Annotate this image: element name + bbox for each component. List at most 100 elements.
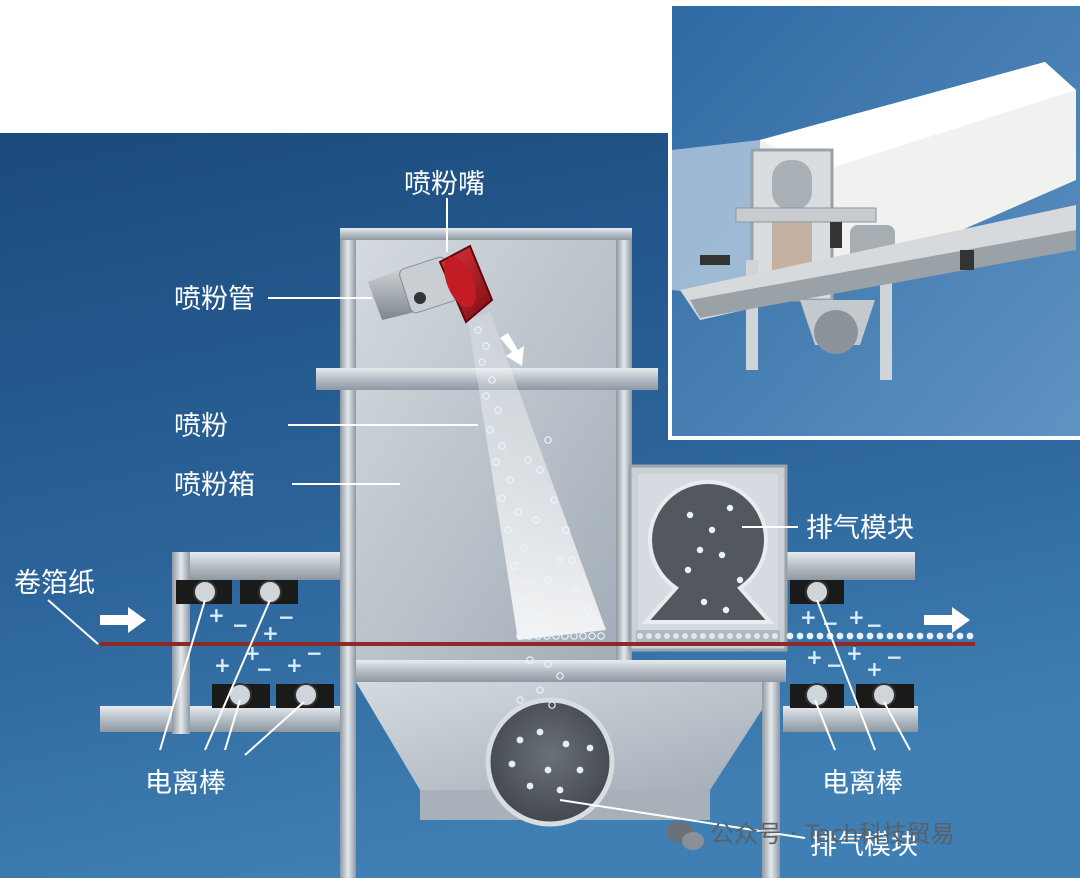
powder-particle xyxy=(516,596,524,604)
powder-particle xyxy=(514,508,522,516)
label-box: 喷粉箱 xyxy=(174,470,255,501)
powder-particle xyxy=(745,633,751,639)
arrow-right-icon xyxy=(924,607,970,633)
powder-particle xyxy=(736,633,742,639)
powder-particle xyxy=(544,660,552,668)
powder-particle xyxy=(796,632,804,640)
powder-particle xyxy=(536,686,544,694)
powder-particle xyxy=(486,426,494,434)
spray-direction-arrow-icon xyxy=(500,333,524,366)
powder-particle xyxy=(772,633,778,639)
label-ion-right: 电离棒 xyxy=(822,768,903,799)
plus-charge: + xyxy=(286,653,303,677)
plus-charge: + xyxy=(208,603,225,627)
powder-particle xyxy=(552,632,560,640)
powder-particle xyxy=(754,633,760,639)
powder-particle xyxy=(498,442,506,450)
label-powder: 喷粉 xyxy=(174,411,228,442)
powder-particle xyxy=(526,580,534,588)
powder-particle xyxy=(534,632,542,640)
powder-particle xyxy=(718,633,724,639)
plus-charge: + xyxy=(846,641,863,665)
plus-charge: + xyxy=(806,645,823,669)
minus-charge: − xyxy=(278,605,295,629)
powder-particle xyxy=(572,586,580,594)
powder-particle xyxy=(474,326,482,334)
powder-particle xyxy=(946,632,954,640)
powder-particle xyxy=(520,544,528,552)
plus-charge: + xyxy=(866,657,883,681)
powder-particle xyxy=(586,744,594,752)
powder-particle xyxy=(516,632,524,640)
minus-charge: − xyxy=(232,613,249,637)
powder-particle xyxy=(700,633,706,639)
powder-particle xyxy=(886,632,894,640)
powder-particle xyxy=(806,632,814,640)
label-exhaust-top: 排气模块 xyxy=(806,513,914,544)
powder-particles xyxy=(474,326,974,794)
powder-particle xyxy=(588,632,596,640)
powder-particle xyxy=(696,546,704,554)
powder-particle xyxy=(568,556,576,564)
powder-particle xyxy=(936,632,944,640)
powder-particle xyxy=(584,606,592,614)
powder-particle xyxy=(498,494,506,502)
label-ion-left: 电离棒 xyxy=(145,768,226,799)
minus-charge: − xyxy=(256,657,273,681)
powder-particle xyxy=(718,551,726,559)
powder-particle xyxy=(916,632,924,640)
label-exhaust-bottom: 排气模块 xyxy=(810,830,918,861)
powder-particle xyxy=(700,598,708,606)
powder-particle xyxy=(536,466,544,474)
powder-particle xyxy=(684,566,692,574)
powder-particle xyxy=(548,701,556,709)
powder-particle xyxy=(597,632,605,640)
powder-particle xyxy=(576,766,584,774)
ion-charges: +−+−++−+−+−+−+−++− xyxy=(208,603,903,681)
powder-particle xyxy=(726,504,734,512)
powder-particle xyxy=(556,672,564,680)
minus-charge: − xyxy=(306,641,323,665)
powder-particle xyxy=(556,556,564,564)
powder-particle xyxy=(956,632,964,640)
powder-particle xyxy=(536,614,544,622)
powder-particle xyxy=(544,766,552,774)
plus-charge: + xyxy=(244,641,261,665)
powder-particle xyxy=(544,576,552,584)
powder-particle xyxy=(516,736,524,744)
spray-nozzle-assembly xyxy=(368,244,494,324)
powder-particle xyxy=(966,632,974,640)
plus-charge: + xyxy=(262,621,279,645)
powder-particle xyxy=(508,760,516,768)
powder-particle xyxy=(556,786,564,794)
inset-photo xyxy=(668,3,1080,440)
powder-particle xyxy=(482,392,490,400)
powder-particle xyxy=(727,633,733,639)
powder-particle xyxy=(836,632,844,640)
powder-particle xyxy=(763,633,769,639)
powder-particle xyxy=(637,633,643,639)
powder-particle xyxy=(816,632,824,640)
powder-particle xyxy=(488,376,496,384)
powder-particle xyxy=(526,656,534,664)
powder-particle xyxy=(478,358,486,366)
powder-particle xyxy=(482,342,490,350)
watermark-text: 公众号 · Tech科技贸易 xyxy=(710,820,955,848)
powder-particle xyxy=(708,526,716,534)
powder-particle xyxy=(561,632,569,640)
powder-particle xyxy=(506,476,514,484)
label-nozzle: 喷粉嘴 xyxy=(404,169,485,200)
powder-particle xyxy=(926,632,934,640)
label-pipe: 喷粉管 xyxy=(174,284,255,315)
powder-particle xyxy=(736,576,744,584)
powder-particle xyxy=(846,632,854,640)
plus-charge: + xyxy=(214,653,231,677)
powder-particle xyxy=(664,633,670,639)
powder-particle xyxy=(673,633,679,639)
powder-particle xyxy=(682,633,688,639)
powder-particle xyxy=(516,696,524,704)
left-ion-assembly xyxy=(100,552,350,734)
powder-particle xyxy=(691,633,697,639)
